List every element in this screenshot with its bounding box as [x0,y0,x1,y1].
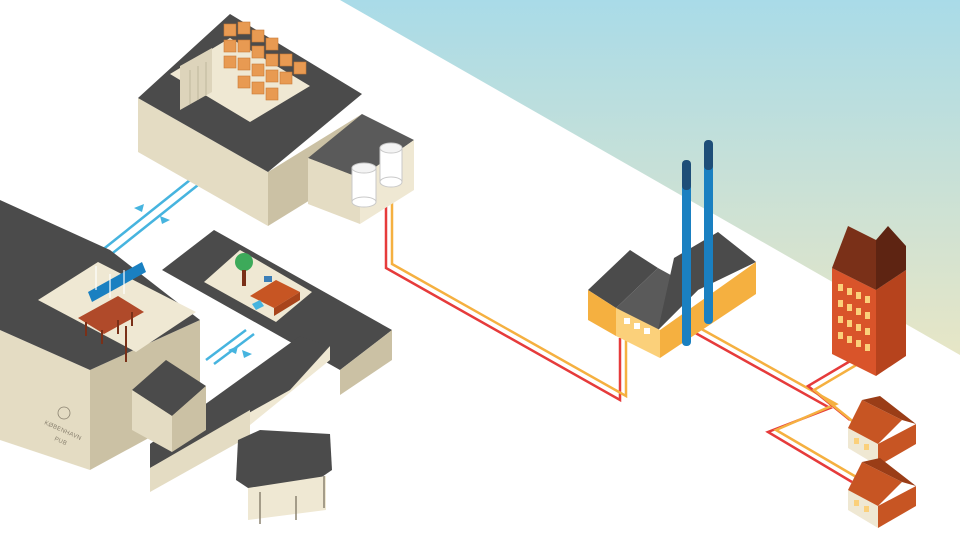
office-desk [250,276,300,316]
hot-water-pipe-to-plant [384,188,628,403]
brewery-sign-line2: PUB [53,436,68,447]
flow-arrow-icon [228,346,238,354]
small-building [132,360,206,452]
flow-arrow-icon [134,204,144,212]
chimney-icon [704,140,713,324]
water-tank [379,142,403,188]
power-plant [588,232,756,358]
cold-water-pipe-middle [205,329,255,365]
water-tank [351,162,377,208]
district-heating-pipe-to-houses [689,324,859,484]
computer-icon [264,276,272,282]
house-lower [848,458,916,528]
brew-equipment [78,262,146,362]
storage-boxes [223,21,307,101]
flow-arrow-icon [160,216,170,224]
house-upper [848,396,916,466]
apartment-building [832,226,906,376]
brewery-logo-icon [57,406,71,420]
octagon-pavilion [236,430,332,524]
chimney-icon [682,160,691,346]
flow-arrow-icon [242,350,252,358]
apartment-windows [838,284,870,351]
sky-background [340,0,960,355]
office-chair [252,300,264,310]
tree-icon [235,253,253,286]
